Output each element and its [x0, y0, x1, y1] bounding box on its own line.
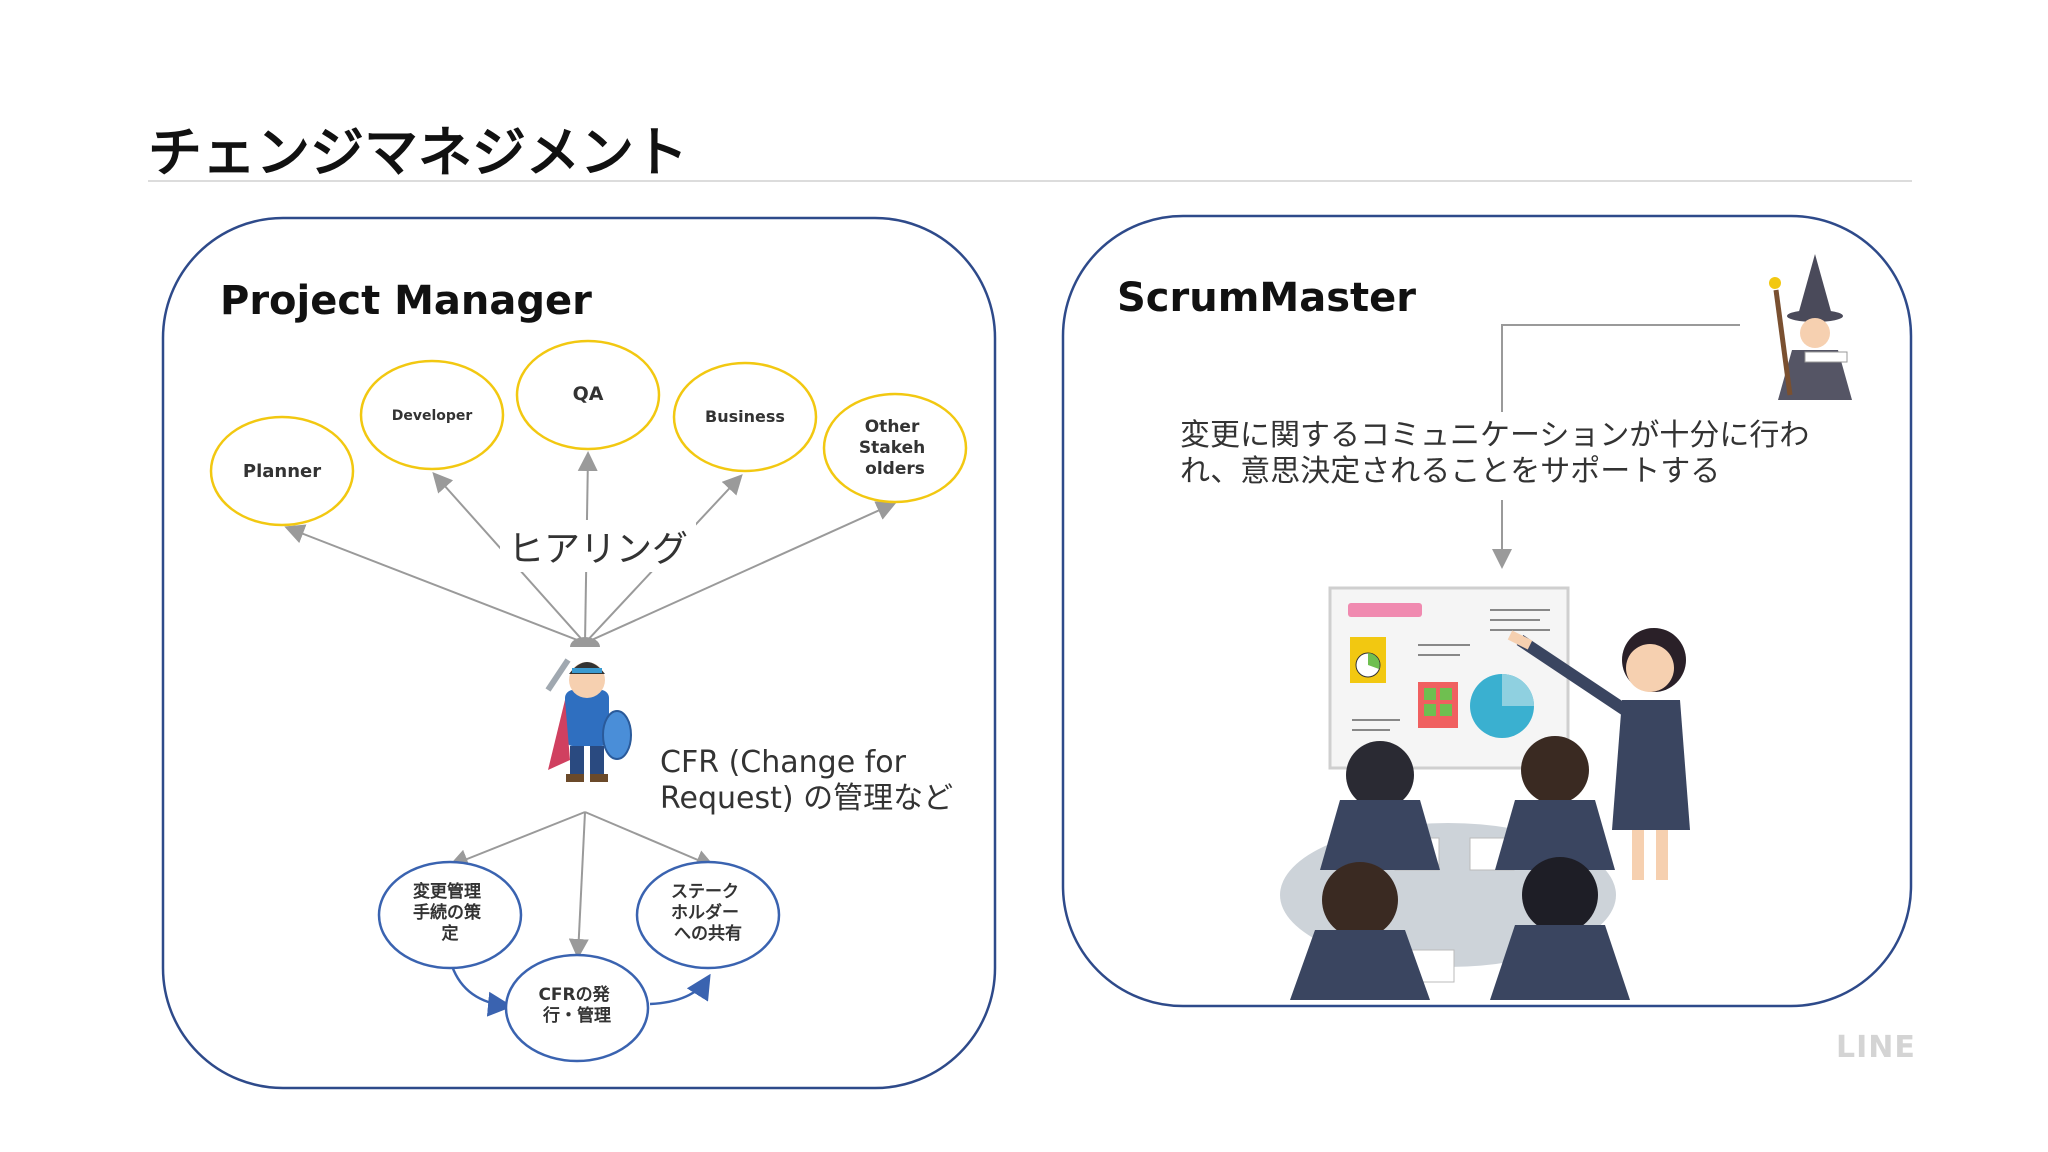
cfr-line-1: CFR (Change for: [660, 745, 906, 780]
wizard-illustration: [1769, 254, 1852, 400]
support-line-1: 変更に関するコミュニケーションが十分に行わ: [1180, 418, 1810, 453]
arrow-hub: [570, 637, 600, 647]
slide-title: チェンジマネジメント: [148, 121, 688, 184]
stakeholder-developer: [359, 359, 505, 471]
flow-arrows: [450, 965, 711, 1017]
cfr-management-label: CFR (Change for Request) の管理など: [660, 745, 953, 817]
stakeholder-planner: [209, 415, 355, 527]
stakeholder-developer-label: Developer: [392, 408, 473, 424]
step-share-stakeholders: [635, 860, 781, 970]
stakeholder-qa: [515, 339, 661, 451]
stakeholder-other-label: Other Stakeh olders: [859, 417, 931, 479]
cfr-line-2: Request) の管理など: [660, 781, 954, 816]
step-issue-cfr: [504, 953, 650, 1063]
line-logo: LINE: [1836, 1030, 1916, 1065]
meeting-illustration: [1280, 586, 1690, 1000]
support-line-2: れ、意思決定されることをサポートする: [1180, 454, 1721, 489]
stakeholder-other: [822, 392, 968, 504]
other-line-1: Other: [865, 417, 920, 437]
stakeholder-business: [672, 361, 818, 473]
other-line-2: Stakeh: [859, 438, 925, 458]
step-share-stakeholders-label: ステーク ホルダー への共有: [671, 882, 745, 944]
hearing-label: ヒアリング: [500, 520, 697, 572]
title-divider: [148, 180, 1912, 182]
pm-panel: [161, 216, 997, 1090]
stakeholder-nodes: [209, 339, 968, 527]
step-arrows: [448, 811, 716, 959]
other-line-3: olders: [865, 459, 925, 479]
step-define-procedure-label: 変更管理 手続の策 定: [413, 881, 487, 944]
stakeholder-planner-label: Planner: [243, 461, 321, 482]
step-define-procedure: [377, 860, 523, 970]
step-issue-cfr-label: CFRの発 行・管理: [538, 984, 615, 1026]
pm-heading: Project Manager: [220, 278, 592, 324]
sm-heading: ScrumMaster: [1117, 275, 1416, 321]
hero-illustration: [545, 658, 632, 782]
sm-panel: [1061, 214, 1913, 1008]
stakeholder-business-label: Business: [705, 407, 785, 426]
stakeholder-qa-label: QA: [573, 383, 604, 405]
sm-support-text: 変更に関するコミュニケーションが十分に行わ れ、意思決定されることをサポートする: [1180, 418, 1820, 490]
sm-connectors: [1492, 324, 1740, 569]
